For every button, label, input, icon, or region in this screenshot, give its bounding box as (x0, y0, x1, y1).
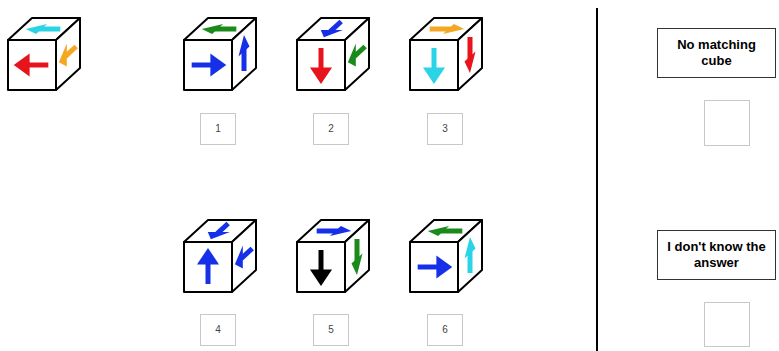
choice-number: 1 (215, 123, 221, 135)
reference-cube (8, 18, 80, 90)
answer-number-box: 3 (427, 113, 463, 145)
option-label: I don't know the answer (664, 239, 769, 270)
answer-number-box: 1 (200, 113, 236, 145)
answer-number-box: 4 (200, 314, 236, 346)
answer-option-box: I don't know the answer (657, 230, 776, 280)
choice-cube (184, 18, 256, 90)
divider-line (596, 8, 598, 351)
choice-number: 4 (215, 324, 221, 336)
choice-number: 3 (442, 123, 448, 135)
answer-checkbox (705, 303, 750, 347)
answer-number-box: 6 (427, 314, 463, 346)
choice-cube (184, 220, 256, 292)
option-label: No matching cube (664, 37, 769, 68)
answer-number-box: 2 (313, 113, 349, 145)
choice-cube (410, 220, 482, 292)
choice-cube (297, 18, 369, 90)
choice-cube (297, 220, 369, 292)
choice-cube (410, 18, 482, 90)
choice-number: 5 (328, 324, 334, 336)
choice-number: 2 (328, 123, 334, 135)
choice-number: 6 (442, 324, 448, 336)
answer-number-box: 5 (313, 314, 349, 346)
answer-checkbox (705, 101, 750, 146)
answer-option-box: No matching cube (657, 28, 776, 78)
